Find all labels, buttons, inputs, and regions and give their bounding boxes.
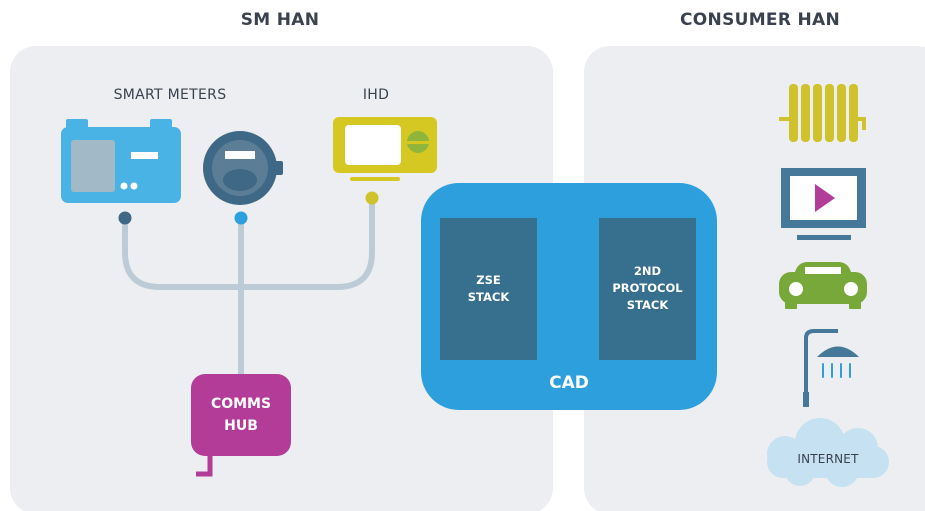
zse-stack-line-2: STACK — [467, 290, 510, 304]
tv-icon — [781, 168, 866, 240]
second-protocol-line-3: STACK — [626, 298, 669, 312]
comms-hub-line-1: COMMS — [210, 396, 272, 412]
second-protocol-line-2: PROTOCOL — [612, 281, 683, 295]
radiator-icon — [779, 84, 866, 142]
comms-hub-line-2: HUB — [224, 418, 258, 434]
sm-han-title: SM HAN — [240, 10, 320, 30]
zse-stack-box — [440, 218, 537, 360]
comms-hub-box — [191, 374, 291, 477]
ihd-icon — [333, 117, 437, 181]
shower-icon — [803, 329, 859, 407]
cad-label: CAD — [549, 373, 589, 393]
second-protocol-line-1: 2ND — [633, 264, 662, 278]
consumer-han-title: CONSUMER HAN — [680, 10, 840, 30]
car-icon — [779, 262, 867, 309]
ihd-label: IHD — [362, 87, 390, 103]
gas-meter-icon — [203, 131, 283, 205]
wiring — [122, 195, 375, 391]
internet-cloud-icon — [767, 418, 889, 487]
comms-hub-label: COMMS HUB — [191, 393, 291, 437]
zse-stack-line-1: ZSE — [476, 273, 501, 287]
connector-dots — [118, 191, 379, 225]
second-protocol-stack-box — [599, 218, 696, 360]
smart-meter-icon — [61, 119, 181, 203]
internet-label: INTERNET — [797, 452, 859, 466]
zse-stack-label: ZSE STACK — [440, 272, 537, 306]
second-protocol-stack-label: 2ND PROTOCOL STACK — [599, 263, 696, 314]
smart-meters-label: SMART METERS — [113, 87, 227, 103]
